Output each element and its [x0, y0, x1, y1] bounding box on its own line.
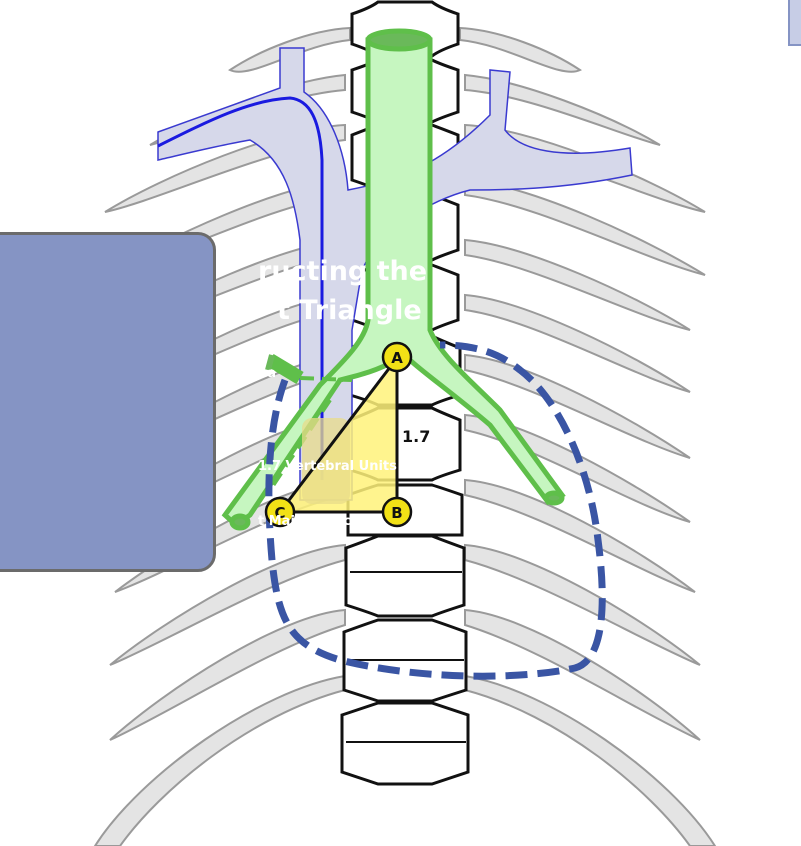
- rib: [465, 545, 700, 665]
- panel-step-2: 1.7 Vertebral Units: [258, 459, 397, 474]
- vertebra: [346, 536, 464, 616]
- vertex-b: B: [383, 498, 411, 526]
- rib: [110, 610, 345, 740]
- panel-title-line1-text: ructing the: [258, 256, 427, 287]
- info-panel: ructing the t Triangle: [0, 232, 216, 572]
- rib: [465, 610, 700, 740]
- rib: [465, 676, 715, 846]
- svg-text:B: B: [391, 504, 402, 522]
- rib: [465, 480, 695, 592]
- panel-step-3: t Main Bronchus: [258, 514, 377, 529]
- svg-text:A: A: [391, 349, 403, 367]
- vertex-a: A: [383, 343, 411, 371]
- panel-title-line2-text: t Triangle: [277, 295, 422, 326]
- panel-step-1: na: [258, 366, 276, 381]
- measure-label: 1.7: [402, 427, 430, 446]
- vertebra: [342, 703, 468, 784]
- rib: [95, 676, 345, 846]
- rib: [460, 28, 580, 72]
- corner-panel-edge: [788, 0, 801, 46]
